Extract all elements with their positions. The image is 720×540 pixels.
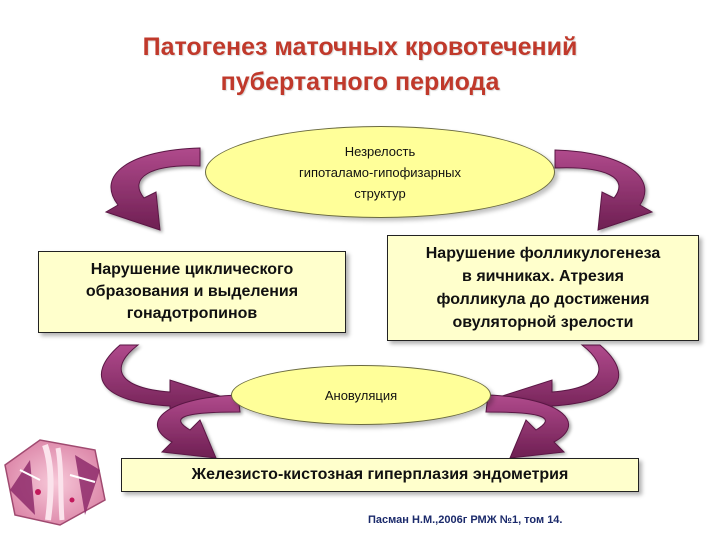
title-line-1: Патогенез маточных кровотечений [142, 33, 578, 61]
node-gonadotropins-line-3: гонадотропинов [126, 305, 258, 322]
tissue-illustration [4, 439, 106, 526]
node-hyperplasia-label: Железисто-кистозная гиперплазия эндометр… [191, 466, 569, 483]
node-folliculogenesis-line-2: в яичниках. Атрезия [462, 268, 624, 285]
node-anovulation: Ановуляция [231, 365, 491, 425]
node-gonadotropins-line-1: Нарушение циклического [90, 261, 294, 278]
node-immaturity: Незрелость гипоталамо-гипофизарных струк… [205, 126, 555, 218]
arrow-bottom-left [156, 394, 241, 459]
arrow-top-right [554, 149, 654, 231]
arrow-top-left [104, 147, 201, 231]
citation: Пасман Н.М.,2006г РМЖ №1, том 14. [368, 514, 563, 526]
node-gonadotropins-line-2: образования и выделения [85, 283, 299, 300]
node-gonadotropins: Нарушение циклического образования и выд… [38, 251, 346, 333]
node-folliculogenesis-line-4: овуляторной зрелости [452, 314, 634, 331]
node-immaturity-line-3: структур [354, 185, 406, 201]
node-folliculogenesis-line-1: Нарушение фолликулогенеза [425, 245, 661, 262]
page-title: Патогенез маточных кровотечений пубертат… [0, 30, 720, 100]
node-anovulation-label: Ановуляция [324, 387, 398, 403]
title-line-2: пубертатного периода [220, 68, 500, 96]
node-folliculogenesis-line-3: фолликула до достижения [436, 291, 650, 308]
node-immaturity-line-2: гипоталамо-гипофизарных [298, 164, 461, 180]
node-immaturity-line-1: Незрелость [344, 143, 416, 159]
node-folliculogenesis: Нарушение фолликулогенеза в яичниках. Ат… [387, 235, 699, 341]
arrow-bottom-right [485, 394, 570, 459]
node-hyperplasia: Железисто-кистозная гиперплазия эндометр… [121, 458, 639, 492]
